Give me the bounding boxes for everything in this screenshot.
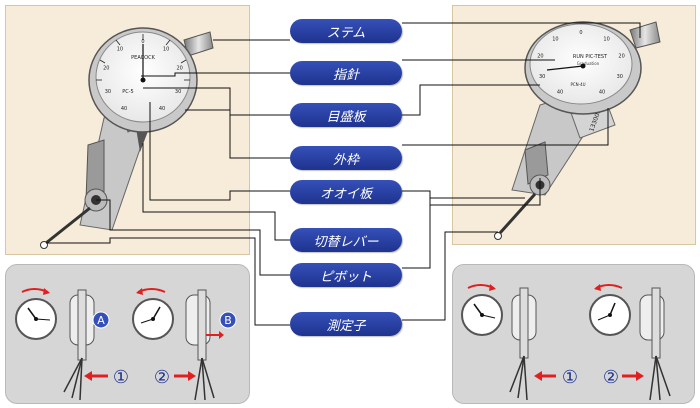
left-gauge-stylus (45, 206, 91, 245)
right-gauge-stylus (498, 192, 537, 235)
leader-stem-right (402, 22, 641, 38)
right-gauge-dial-number: 20 (537, 54, 543, 60)
op-right-gauge-1-body (519, 287, 529, 359)
leader-lines (46, 22, 641, 326)
left-gauge-dial-number: 40 (159, 106, 165, 112)
right-gauge-sub-line: Graduation (577, 61, 600, 66)
leader-bezel-left (185, 109, 290, 159)
left-gauge-dial-number: 30 (105, 89, 111, 95)
op-left-step2: ② (154, 367, 170, 388)
right-gauge: 1330004 RUN PIC-TEST Graduation PCN-4U (494, 21, 661, 240)
left-gauge-dial-number: 20 (103, 66, 109, 72)
leader-bezel-right (402, 108, 609, 146)
right-gauge-dial-number: 30 (539, 74, 545, 80)
right-gauge-pointer-hub (580, 63, 586, 69)
op-left-gauge-b-body (197, 289, 207, 361)
left-gauge: PEACOCK PC-5 (40, 27, 214, 249)
left-gauge-ticks (96, 34, 190, 81)
right-gauge-contact-point (494, 232, 502, 240)
right-gauge-dial-number: 10 (552, 37, 558, 43)
leader-contact-point-left (46, 237, 290, 326)
label-bezel: 外枠 (290, 146, 402, 170)
op-left-step1: ① (113, 367, 129, 388)
leader-pivot-right (402, 197, 525, 269)
left-gauge-dial-number: 30 (175, 89, 181, 95)
right-gauge-model: PCN-4U (570, 82, 585, 87)
right-gauge-dial-number: 10 (603, 37, 609, 43)
right-gauge-dial-number: 40 (599, 90, 605, 96)
label-contact-point: 測定子 (290, 312, 402, 336)
op-left-marker-a-text: A (97, 314, 105, 327)
right-gauge-dial (529, 23, 633, 105)
leader-contact-point-right (402, 231, 498, 321)
right-gauge-dial-number: 30 (617, 74, 623, 80)
label-pointer: 指針 (290, 61, 402, 85)
op-right-step2: ② (603, 367, 619, 388)
op-left-gauge-a-body (77, 289, 87, 361)
label-switch-lever: 切替レバー (290, 228, 402, 252)
right-gauge-dial-number: 20 (618, 54, 624, 60)
leader-pointer-left (141, 72, 290, 77)
label-dial: 目盛板 (290, 103, 402, 127)
right-gauge-pointer (546, 65, 584, 71)
right-gauge-dial-number: 0 (579, 30, 582, 36)
leader-oil-plate-left (149, 102, 290, 201)
op-left-marker-b (219, 311, 237, 329)
label-pivot: ピボット (290, 263, 402, 287)
op-left-gauge-b-stylus (194, 357, 203, 401)
op-left-marker-a (92, 311, 110, 329)
left-gauge-model: PC-5 (122, 89, 134, 95)
left-operation-illustrations: A B ① ② (15, 288, 237, 401)
op-right-step1: ① (562, 367, 578, 388)
right-gauge-dial-number: 40 (557, 90, 563, 96)
right-gauge-brand-line: RUN PIC-TEST (573, 54, 608, 60)
op-left-gauge-a-stylus (63, 357, 83, 393)
label-stem: ステム (290, 19, 402, 43)
left-gauge-dial-number: 20 (177, 66, 183, 72)
op-left-marker-b-text: B (224, 314, 232, 327)
left-gauge-dial-number: 0 (141, 39, 144, 45)
op-right-gauge-2-body (651, 287, 661, 359)
leader-pivot-left (96, 199, 290, 276)
left-gauge-pointer-hub (140, 77, 146, 83)
left-gauge-dial-number: 10 (163, 46, 169, 52)
right-operation-illustrations: ① ② (461, 284, 671, 401)
leader-dial-left (143, 87, 290, 116)
left-gauge-contact-point (40, 241, 48, 249)
label-oil-plate: オオイ板 (290, 180, 402, 204)
leader-switch-lever-left (142, 143, 290, 241)
left-gauge-dial-number: 10 (117, 46, 123, 52)
left-gauge-dial-number: 40 (121, 106, 127, 112)
leader-dial-right (402, 84, 540, 116)
right-gauge-stem (629, 21, 661, 49)
